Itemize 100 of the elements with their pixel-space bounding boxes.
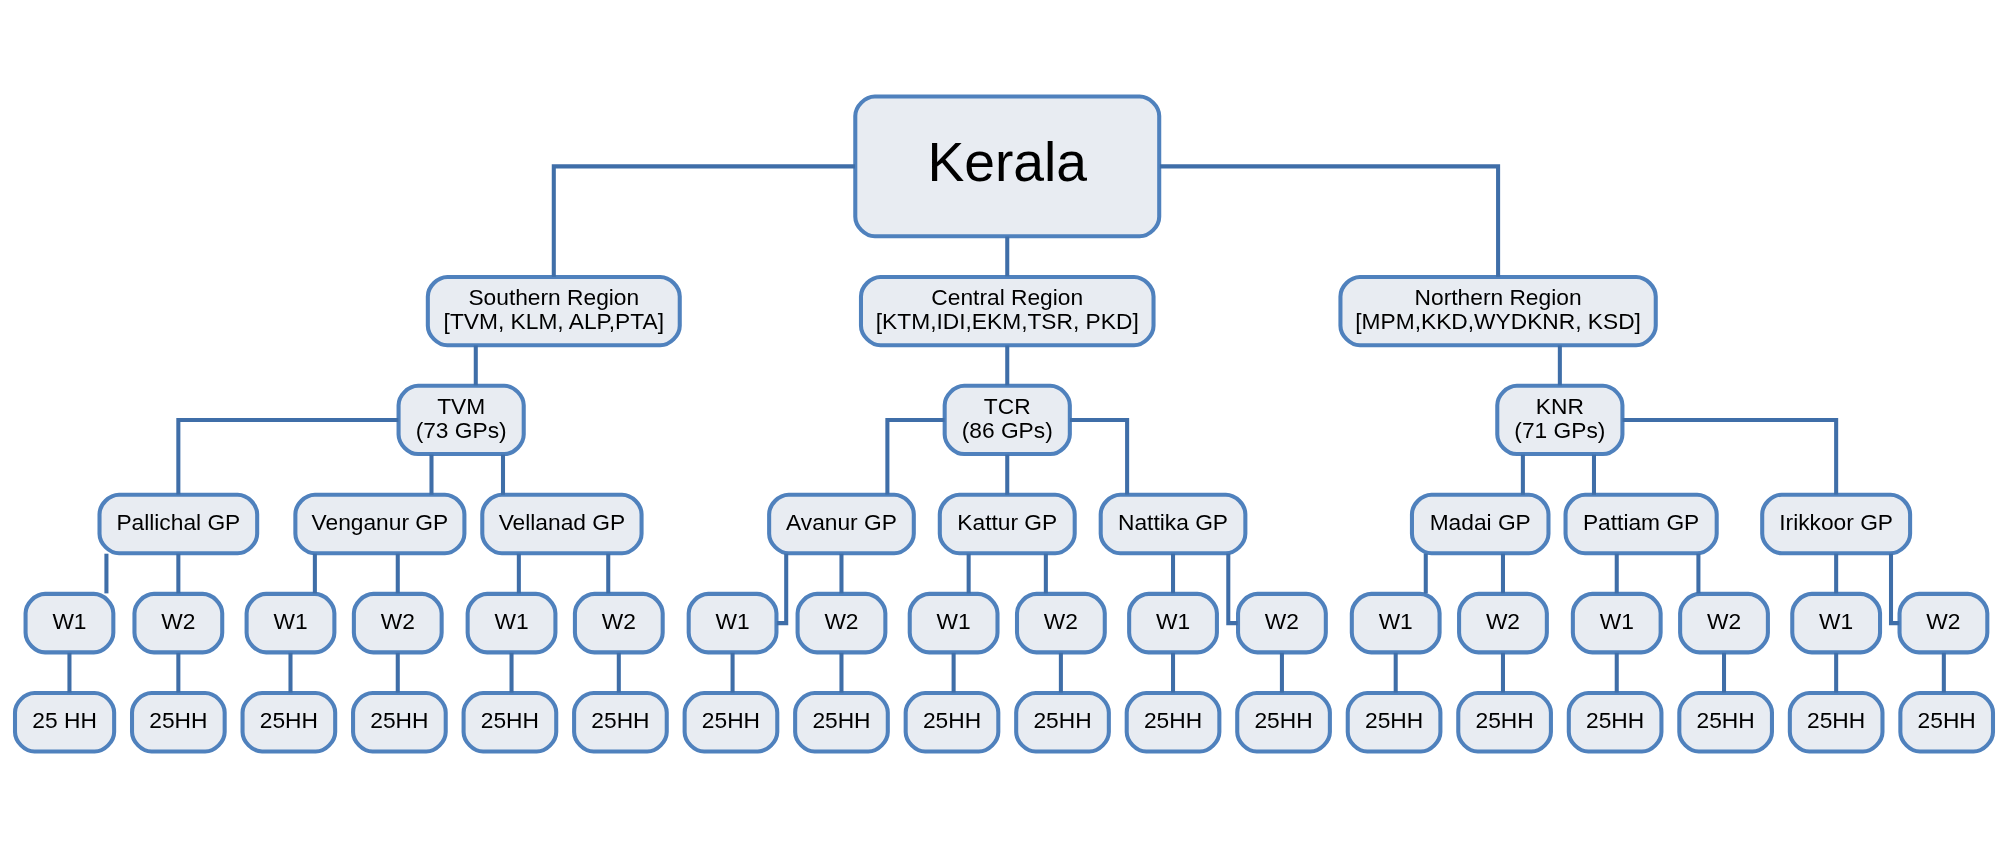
connector	[509, 652, 514, 692]
connector	[1722, 652, 1727, 692]
connector	[288, 652, 293, 692]
connector	[176, 553, 181, 593]
node-box: 25HH	[130, 690, 227, 754]
node-box: W2	[132, 591, 225, 654]
node-box: 25HH	[793, 690, 890, 754]
node-box: 25 HH	[12, 690, 117, 754]
connector	[1834, 553, 1839, 593]
node-box: 25HH	[1345, 690, 1443, 754]
connector	[551, 163, 855, 277]
connector	[1500, 553, 1505, 593]
connector	[776, 553, 789, 625]
connector	[606, 553, 611, 593]
connector	[1591, 454, 1596, 495]
node-box: Irikkoor GP	[1760, 492, 1913, 555]
connector	[395, 652, 400, 692]
node-box: W1	[1790, 591, 1883, 654]
connector	[616, 652, 621, 692]
connector	[395, 553, 400, 593]
node-box: W2	[1678, 591, 1770, 654]
connector	[1171, 652, 1176, 692]
node-box: W1	[1570, 591, 1663, 654]
node-box: W2	[351, 591, 444, 654]
node-box: 25HH	[903, 690, 1001, 754]
connector	[312, 553, 317, 593]
node-box: Kattur GP	[937, 492, 1077, 555]
node-box: W2	[1457, 591, 1549, 654]
connector	[1005, 345, 1010, 385]
connector	[839, 652, 844, 692]
connector	[1005, 236, 1010, 276]
connector	[1889, 553, 1900, 625]
connector	[516, 553, 521, 593]
node-box: 25HH	[1014, 690, 1111, 754]
node-box: Vellanad GP	[480, 492, 644, 555]
node-box: W1	[1127, 591, 1219, 654]
connector	[500, 454, 506, 495]
connector	[730, 652, 735, 692]
connector	[1520, 454, 1525, 495]
connector	[1614, 553, 1619, 593]
connector	[1070, 417, 1130, 494]
node-box: Southern Region [TVM, KLM, ALP,PTA]	[425, 274, 682, 347]
connector	[951, 652, 956, 692]
connector	[1058, 652, 1063, 692]
connector	[1005, 454, 1010, 495]
node-box: TCR (86 GPs)	[942, 383, 1072, 456]
connector	[1622, 417, 1839, 494]
node-box: W2	[1897, 591, 1990, 654]
connector	[885, 417, 945, 494]
connector	[429, 454, 434, 495]
node-box: W1	[907, 591, 1000, 654]
node-box: 25HH	[572, 690, 669, 754]
connector	[1834, 652, 1839, 692]
connector	[1557, 345, 1562, 385]
node-box: Pattiam GP	[1563, 492, 1719, 555]
node-box: 25HH	[240, 690, 338, 754]
node-box: 25HH	[351, 690, 448, 754]
node-box: 25HH	[1787, 690, 1885, 754]
connector	[839, 553, 844, 593]
connector	[104, 553, 109, 593]
node-box: W1	[1349, 591, 1442, 654]
node-box: Pallichal GP	[97, 492, 260, 555]
node-box: 25HH	[1566, 690, 1664, 754]
connector	[1159, 163, 1501, 277]
node-box: W1	[465, 591, 558, 654]
connector	[1696, 553, 1701, 593]
connector	[1171, 553, 1176, 593]
connector	[1500, 652, 1505, 692]
connector	[1423, 553, 1428, 593]
node-box: 25HH	[1456, 690, 1553, 754]
node-box: Central Region [KTM,IDI,EKM,TSR, PKD]	[858, 274, 1156, 347]
node-box: 25HH	[1898, 690, 1996, 754]
node-box: Kerala	[853, 93, 1162, 238]
connector	[1941, 652, 1946, 692]
node-box: 25HH	[461, 690, 559, 754]
connector	[1614, 652, 1619, 692]
connector	[473, 345, 478, 385]
node-box: 25HH	[682, 690, 780, 754]
connector	[176, 417, 399, 494]
node-box: 25HH	[1124, 690, 1222, 754]
node-box: W2	[795, 591, 888, 654]
connector	[176, 652, 181, 692]
node-box: Venganur GP	[293, 492, 467, 555]
node-box: 25HH	[1235, 690, 1332, 754]
node-box: Madai GP	[1409, 492, 1551, 555]
node-box: W1	[23, 591, 116, 654]
node-box: 25HH	[1677, 690, 1774, 754]
node-box: TVM (73 GPs)	[396, 383, 526, 456]
node-box: W2	[1014, 591, 1107, 654]
node-box: W1	[244, 591, 337, 654]
node-box: Nattika GP	[1098, 492, 1248, 555]
connector	[1226, 553, 1238, 625]
node-box: KNR (71 GPs)	[1495, 383, 1625, 456]
connector	[1279, 652, 1284, 692]
node-box: Avanur GP	[767, 492, 916, 555]
connector	[67, 652, 72, 692]
node-box: Northern Region [MPM,KKD,WYDKNR, KSD]	[1338, 274, 1658, 347]
node-box: W1	[686, 591, 779, 654]
connector	[966, 553, 971, 593]
node-box: W2	[1236, 591, 1328, 654]
